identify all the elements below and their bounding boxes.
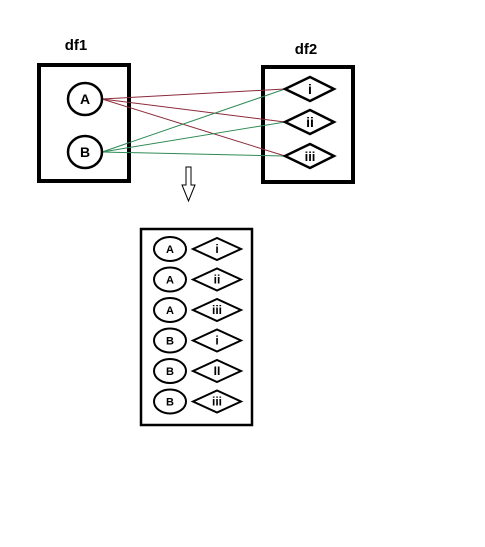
result-right-label: iii — [212, 303, 222, 317]
result-circle — [153, 297, 187, 323]
df2-node-ii-label: ii — [306, 114, 314, 130]
df2-node-i-label: i — [308, 81, 312, 97]
df2-title: df2 — [295, 41, 318, 58]
result-left-label: B — [166, 366, 174, 378]
connector-line-B-ii — [101, 121, 286, 153]
connector-line-A-ii — [101, 98, 286, 123]
circle-shape — [66, 81, 104, 117]
df1-node-b: B — [66, 134, 104, 170]
result-circle — [153, 327, 187, 354]
df1-node-a-label: A — [80, 91, 90, 107]
result-left-label: A — [166, 244, 174, 256]
result-right-label: ii — [214, 273, 221, 287]
df2-node-ii: ii — [282, 108, 337, 136]
result-box — [139, 227, 254, 427]
arrow-shape — [181, 166, 196, 203]
df2-node-i: i — [282, 75, 337, 103]
result-row: B II — [153, 358, 244, 384]
down-arrow-icon — [181, 166, 196, 203]
result-left-label: B — [166, 336, 174, 348]
df2-node-iii-label: iii — [305, 149, 316, 164]
result-diamond — [190, 297, 244, 323]
diamond-shape — [282, 108, 337, 136]
result-diamond — [190, 328, 244, 353]
df2-box — [261, 65, 355, 184]
result-right-label: iii — [212, 395, 222, 409]
connector-line-B-iii — [101, 151, 286, 157]
result-left-label: B — [166, 397, 174, 409]
connector-line-B-i — [101, 88, 286, 153]
result-right-label: II — [214, 364, 221, 378]
connector-line-A-iii — [101, 98, 286, 157]
result-diamond — [190, 389, 244, 414]
result-circle — [153, 266, 187, 293]
result-right-label: i — [215, 334, 218, 348]
result-left-label: A — [166, 275, 174, 287]
result-right-label: i — [215, 242, 218, 256]
df1-box — [37, 63, 131, 183]
result-circle — [153, 236, 187, 262]
result-circle — [153, 358, 187, 384]
diamond-shape — [282, 75, 337, 103]
connector-lines — [101, 88, 286, 157]
circle-shape — [66, 134, 104, 170]
df1-node-b-label: B — [80, 144, 90, 160]
result-diamond — [190, 358, 244, 384]
result-left-label: A — [166, 305, 174, 317]
df1-title: df1 — [65, 37, 88, 54]
result-diamond — [190, 267, 244, 292]
result-circle — [153, 388, 187, 415]
df1-node-a: A — [66, 81, 104, 117]
diamond-shape — [282, 142, 337, 170]
connector-line-A-i — [101, 88, 286, 100]
result-diamond — [190, 236, 244, 262]
df2-node-iii: iii — [282, 142, 337, 170]
